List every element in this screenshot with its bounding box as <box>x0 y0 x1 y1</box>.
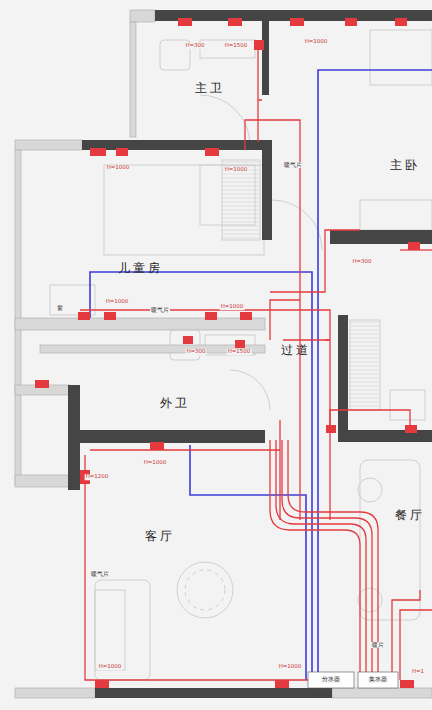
room-name: 主卧 <box>390 159 420 171</box>
note-label: 窗 <box>56 305 64 311</box>
note-label: 暖气片 <box>90 571 110 577</box>
room-name: 外卫 <box>160 397 190 409</box>
height-mark: H=1000 <box>105 299 130 305</box>
note-label: 暖气片 <box>150 307 170 313</box>
height-mark: H=1000 <box>224 167 249 173</box>
height-mark: H=1000 <box>304 39 329 45</box>
room-name: 过道 <box>281 344 311 356</box>
height-mark: H=1000 <box>220 304 245 310</box>
height-mark: H=1500 <box>227 349 252 355</box>
height-mark: H=300 <box>351 259 372 265</box>
note-label: 分水器 <box>321 677 341 683</box>
height-mark: H=300 <box>185 349 206 355</box>
room-name: 餐厅 <box>395 509 425 521</box>
height-mark: H=1 <box>411 669 425 675</box>
room-name: 儿童房 <box>118 262 163 274</box>
height-mark: H=1500 <box>224 43 249 49</box>
height-mark: H=1200 <box>85 474 110 480</box>
height-mark: H=1000 <box>98 664 123 670</box>
height-mark: H=1000 <box>143 460 168 466</box>
note-label: 暖气片 <box>283 162 303 168</box>
note-label: 暖片 <box>371 642 385 648</box>
note-label: 集水器 <box>368 677 388 683</box>
height-mark: H=1000 <box>278 664 303 670</box>
height-mark: H=1000 <box>106 165 131 171</box>
room-name: 主卫 <box>195 82 225 94</box>
room-name: 客厅 <box>145 530 175 542</box>
height-mark: H=300 <box>184 43 205 49</box>
